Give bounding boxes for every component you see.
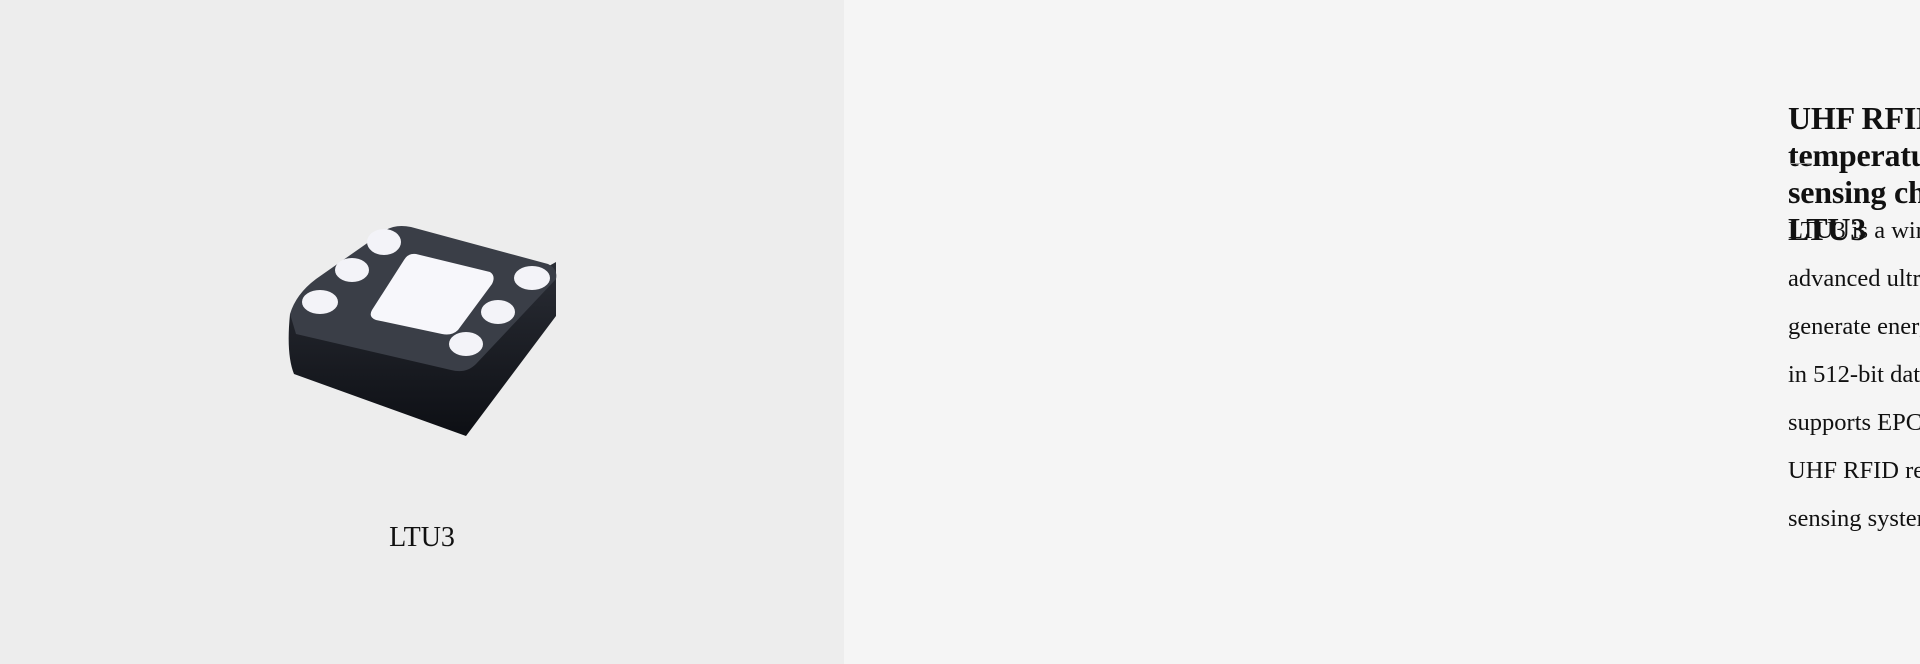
product-image-panel: LTU3 <box>0 0 844 664</box>
chip-image <box>288 226 557 436</box>
title-divider <box>1790 163 1812 164</box>
product-description: LTU3 is a wireless passive temperature s… <box>1788 217 1920 532</box>
product-caption: LTU3 <box>389 522 455 553</box>
product-title: UHF RFID temperature sensing chip LTU3 <box>1788 100 1920 247</box>
product-info-panel: UHF RFID temperature sensing chip LTU3 L… <box>844 0 1920 664</box>
